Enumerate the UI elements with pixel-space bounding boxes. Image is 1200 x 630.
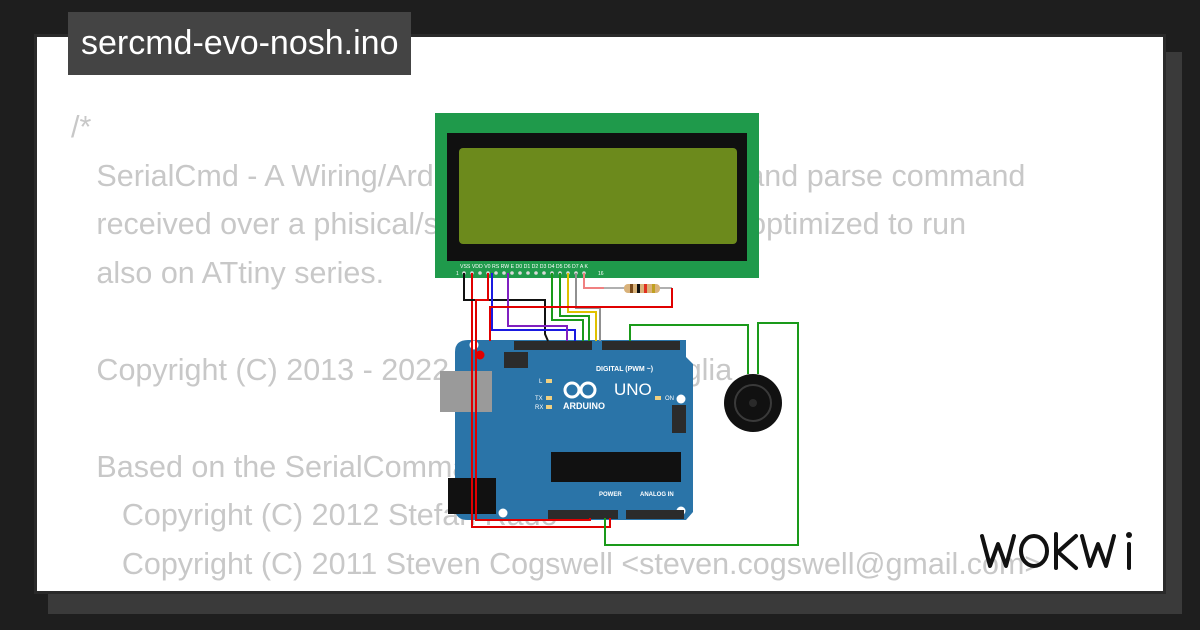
mounting-hole xyxy=(498,508,508,518)
mounting-hole xyxy=(469,340,479,350)
lcd-pin-labels: VSS VDD V0 RS RW E D0 D1 D2 D3 D4 D5 D6 … xyxy=(460,264,588,270)
wires xyxy=(463,273,799,546)
code-line: /* xyxy=(71,110,92,144)
code-line: Copyright (C) 2011 Steven Cogswell <stev… xyxy=(71,546,1043,581)
atmega-chip xyxy=(551,452,681,482)
wire-e xyxy=(507,273,568,341)
wire-vdd xyxy=(475,273,591,521)
led-rx-label: RX xyxy=(535,405,543,411)
wire-buzzer-signal xyxy=(629,324,749,374)
usb-port xyxy=(440,371,492,412)
led-tx-label: TX xyxy=(535,396,543,402)
buzzer-ring xyxy=(734,384,772,422)
wire-power xyxy=(471,273,611,528)
led-tx xyxy=(546,396,552,400)
wire-rs xyxy=(491,273,576,341)
wire-ground xyxy=(463,273,549,342)
analog-label: ANALOG IN xyxy=(640,492,674,498)
wire-d4 xyxy=(551,273,584,341)
digital-header-upper xyxy=(514,341,592,350)
on-label: ON xyxy=(665,396,674,402)
wire-buzzer-ground xyxy=(604,322,799,546)
arduino-label: ARDUINO xyxy=(563,401,605,411)
icsp-header xyxy=(504,352,528,368)
lcd-pin-first: 1 xyxy=(456,271,459,277)
power-label: POWER xyxy=(599,492,622,498)
reset-button xyxy=(475,350,485,360)
lcd-display: VSS VDD V0 RS RW E D0 D1 D2 D3 D4 D5 D6 … xyxy=(435,113,759,278)
digital-header-lower xyxy=(602,341,680,350)
arduino-uno-board: DIGITAL (PWM ~) UNO ARDUINO L TX RX ON P… xyxy=(440,340,693,520)
power-header xyxy=(548,510,618,519)
led-l xyxy=(546,379,552,383)
wokwi-logo xyxy=(980,532,1132,570)
led-on xyxy=(655,396,661,400)
led-rx xyxy=(546,405,552,409)
arduino-infinity-logo xyxy=(563,381,597,399)
piezo-buzzer xyxy=(724,374,782,432)
code-line: also on ATtiny series. xyxy=(71,255,385,290)
mounting-hole xyxy=(676,394,686,404)
digital-label: DIGITAL (PWM ~) xyxy=(596,366,653,373)
uno-label: UNO xyxy=(614,380,652,399)
lcd-pin-last: 16 xyxy=(598,271,604,277)
led-l-label: L xyxy=(539,379,543,385)
lcd-screen xyxy=(459,148,737,244)
wire-d5 xyxy=(559,273,590,341)
analog-header xyxy=(626,510,684,519)
wire-backlight xyxy=(583,273,604,289)
wire-resistor xyxy=(489,288,673,341)
project-title: sercmd-evo-nosh.ino xyxy=(68,12,412,75)
buzzer-center xyxy=(749,399,757,407)
wire-d6 xyxy=(567,273,597,341)
resistor xyxy=(604,284,672,293)
icsp-header-2 xyxy=(672,405,686,433)
